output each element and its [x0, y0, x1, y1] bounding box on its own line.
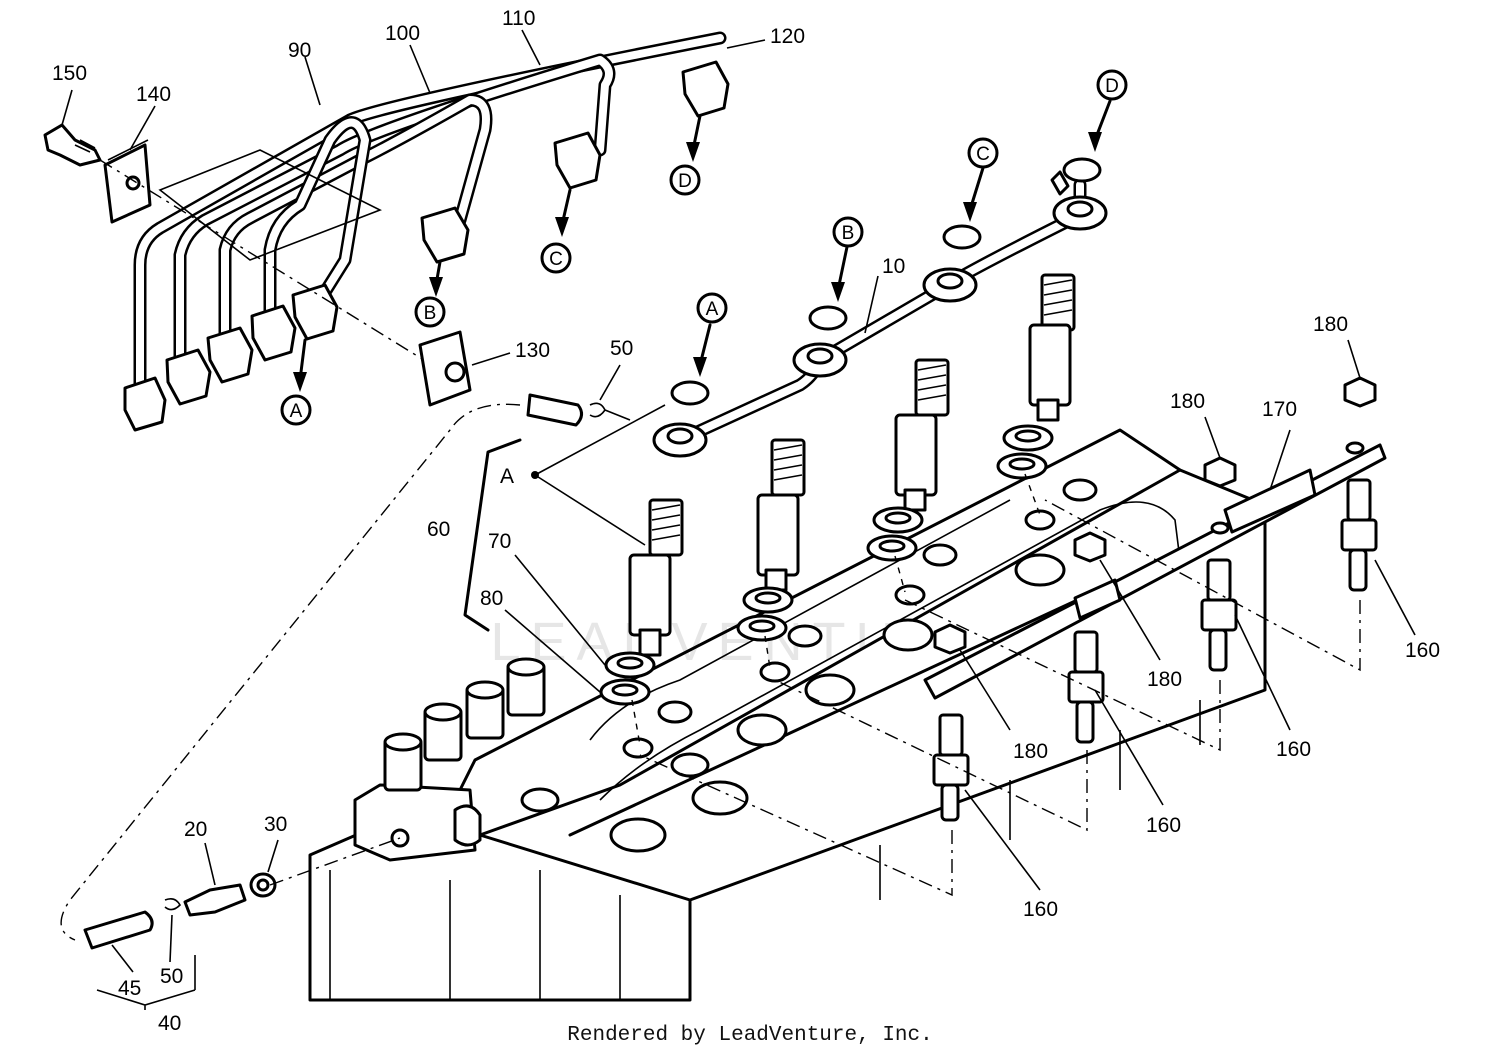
part-label: 130 — [515, 339, 550, 362]
part-label: 180 — [1147, 668, 1182, 691]
cylinder-head — [308, 428, 1267, 1002]
callout-letter: A — [290, 401, 303, 422]
point-a-leader: A — [500, 404, 666, 546]
part-label: 180 — [1313, 313, 1348, 336]
clamp-bolt — [43, 123, 102, 167]
callout-letter: C — [976, 144, 990, 165]
leak-off-pipe — [652, 99, 1112, 458]
injector-4 — [1028, 273, 1076, 422]
part-label: 180 — [1013, 740, 1048, 763]
part-label: 50 — [610, 337, 633, 360]
part-label: 30 — [264, 813, 287, 836]
pipe-clamp-upper — [103, 139, 152, 224]
part-label: 10 — [882, 255, 905, 278]
callout-letter: D — [1105, 76, 1119, 97]
leader-lines — [61, 29, 1416, 973]
point-a-label: A — [500, 465, 514, 488]
glow-plug-nuts — [933, 376, 1377, 655]
part-label: 160 — [1276, 738, 1311, 761]
glow-plugs — [932, 478, 1378, 822]
part-label: 140 — [136, 83, 171, 106]
part-label: 60 — [427, 518, 450, 541]
injector-2 — [756, 438, 806, 592]
injection-pipe-set — [123, 31, 730, 432]
part-label: 50 — [160, 965, 183, 988]
callout-letter: A — [706, 299, 719, 320]
part-labels: 150 140 90 100 110 120 130 50 10 180 180… — [52, 7, 1440, 1035]
part-label: 170 — [1262, 398, 1297, 421]
callout-circles: A B C D A B C D — [280, 69, 1128, 426]
clamp-centerline — [99, 159, 441, 371]
part-label: 100 — [385, 22, 420, 45]
glow-plug-bus-bar — [923, 441, 1387, 700]
injector-seals — [599, 424, 1054, 746]
callout-letter: C — [549, 249, 563, 270]
part-label: 160 — [1146, 814, 1181, 837]
part-label: 110 — [502, 7, 535, 30]
part-label: 20 — [184, 818, 207, 841]
part-label: 80 — [480, 587, 503, 610]
glow-plug-centerlines — [639, 499, 1361, 897]
part-label: 160 — [1405, 639, 1440, 662]
callout-letter: B — [842, 223, 855, 244]
part-label: 90 — [288, 39, 311, 62]
part-label: 40 — [158, 1012, 181, 1035]
injector-1 — [628, 498, 684, 657]
callout-letter: D — [678, 171, 692, 192]
return-hose-assembly — [60, 393, 631, 950]
part-label: 150 — [52, 62, 87, 85]
callout-letter: B — [424, 303, 437, 324]
part-label: 45 — [118, 977, 141, 1000]
render-credit: Rendered by LeadVenture, Inc. — [567, 1024, 932, 1047]
group-bracket-60 — [463, 438, 522, 632]
part-label: 70 — [488, 530, 511, 553]
pipe-clamp-lower — [418, 330, 472, 407]
part-label: 120 — [770, 25, 805, 48]
injector-3 — [894, 358, 950, 512]
part-label: 180 — [1170, 390, 1205, 413]
group-bracket-40 — [96, 955, 196, 1010]
part-label: 160 — [1023, 898, 1058, 921]
